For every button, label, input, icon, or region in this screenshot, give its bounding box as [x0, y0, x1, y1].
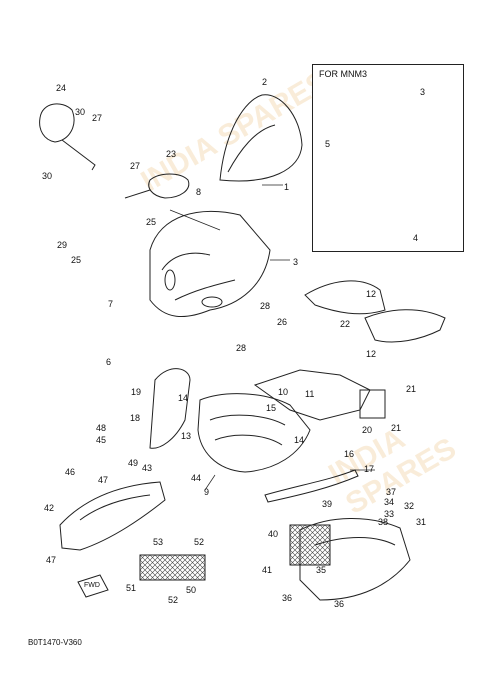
part-number-label: 6 [106, 357, 112, 367]
part-number-label: 42 [44, 503, 55, 513]
part-number-label: 41 [262, 565, 273, 575]
part-number-label: 31 [416, 517, 427, 527]
part-number-label: 48 [96, 423, 107, 433]
part-number-label: 36 [334, 599, 345, 609]
part-number-label: 47 [98, 475, 109, 485]
upper-cowling [149, 210, 271, 318]
part-number-label: 7 [108, 299, 114, 309]
part-number-label: 45 [96, 435, 107, 445]
part-number-label: 8 [196, 187, 202, 197]
fwd-label: FWD [84, 582, 100, 589]
part-number-label: 22 [340, 319, 351, 329]
part-number-label: 9 [204, 487, 210, 497]
part-number-label: 20 [362, 425, 373, 435]
inset-box: FOR MNM3 [312, 64, 464, 252]
windscreen [219, 94, 303, 182]
part-number-label: 19 [131, 387, 142, 397]
part-number-label: 10 [278, 387, 289, 397]
part-number-label: 28 [260, 301, 271, 311]
lower-side-cowl-left [59, 481, 166, 551]
part-number-label: 35 [316, 565, 327, 575]
part-number-label: 23 [166, 149, 177, 159]
part-number-label: 18 [130, 413, 141, 423]
part-number-label: 47 [46, 555, 57, 565]
part-number-label: 28 [236, 343, 247, 353]
part-number-label: 17 [364, 464, 375, 474]
part-number-label: 5 [325, 139, 331, 149]
part-number-label: 29 [57, 240, 68, 250]
part-number-label: 49 [128, 458, 139, 468]
mesh-grille-right [289, 524, 331, 566]
part-number-label: 3 [420, 87, 426, 97]
part-number-label: 3 [293, 257, 299, 267]
part-number-label: 24 [56, 83, 67, 93]
part-number-label: 37 [386, 487, 397, 497]
mesh-grille-left [139, 554, 206, 581]
part-number-label: 39 [322, 499, 333, 509]
part-number-label: 1 [284, 182, 290, 192]
inner-panel [253, 369, 371, 421]
part-number-label: 27 [92, 113, 103, 123]
fwd-arrow [77, 574, 109, 598]
part-number-label: 14 [294, 435, 305, 445]
part-number-label: 4 [413, 233, 419, 243]
part-number-label: 26 [277, 317, 288, 327]
lower-side-cowl-right [299, 518, 411, 601]
part-number-label: 52 [168, 595, 179, 605]
part-number-label: 46 [65, 467, 76, 477]
mirror-left [39, 103, 75, 143]
part-number-label: 12 [366, 289, 377, 299]
part-number-label: 50 [186, 585, 197, 595]
trim-strip [264, 469, 359, 503]
part-number-label: 36 [282, 593, 293, 603]
part-number-label: 30 [75, 107, 86, 117]
side-fairing-right [304, 280, 386, 315]
part-number-label: 53 [153, 537, 164, 547]
part-number-label: 40 [268, 529, 279, 539]
bracket [359, 389, 386, 419]
part-number-label: 25 [71, 255, 82, 265]
part-number-label: 44 [191, 473, 202, 483]
part-number-label: 21 [391, 423, 402, 433]
part-number-label: 33 [384, 509, 395, 519]
part-number-label: 38 [378, 517, 389, 527]
part-number-label: 21 [406, 384, 417, 394]
part-number-label: 13 [181, 431, 192, 441]
part-number-label: 25 [146, 217, 157, 227]
part-number-label: 15 [266, 403, 277, 413]
lower-cowl-center [197, 393, 311, 473]
part-number-label: 30 [42, 171, 53, 181]
part-number-label: 2 [262, 77, 268, 87]
part-number-label: 51 [126, 583, 137, 593]
part-number-label: 16 [344, 449, 355, 459]
part-number-label: 14 [178, 393, 189, 403]
part-number-label: 32 [404, 501, 415, 511]
side-cover-left [149, 368, 191, 449]
mirror-right [148, 173, 190, 199]
part-number-label: 34 [384, 497, 395, 507]
part-number-label: 27 [130, 161, 141, 171]
part-number-label: 43 [142, 463, 153, 473]
inset-title: FOR MNM3 [319, 69, 367, 79]
drawing-code: B0T1470-V360 [28, 638, 82, 647]
part-number-label: 52 [194, 537, 205, 547]
part-number-label: 11 [305, 389, 315, 399]
part-number-label: 12 [366, 349, 377, 359]
